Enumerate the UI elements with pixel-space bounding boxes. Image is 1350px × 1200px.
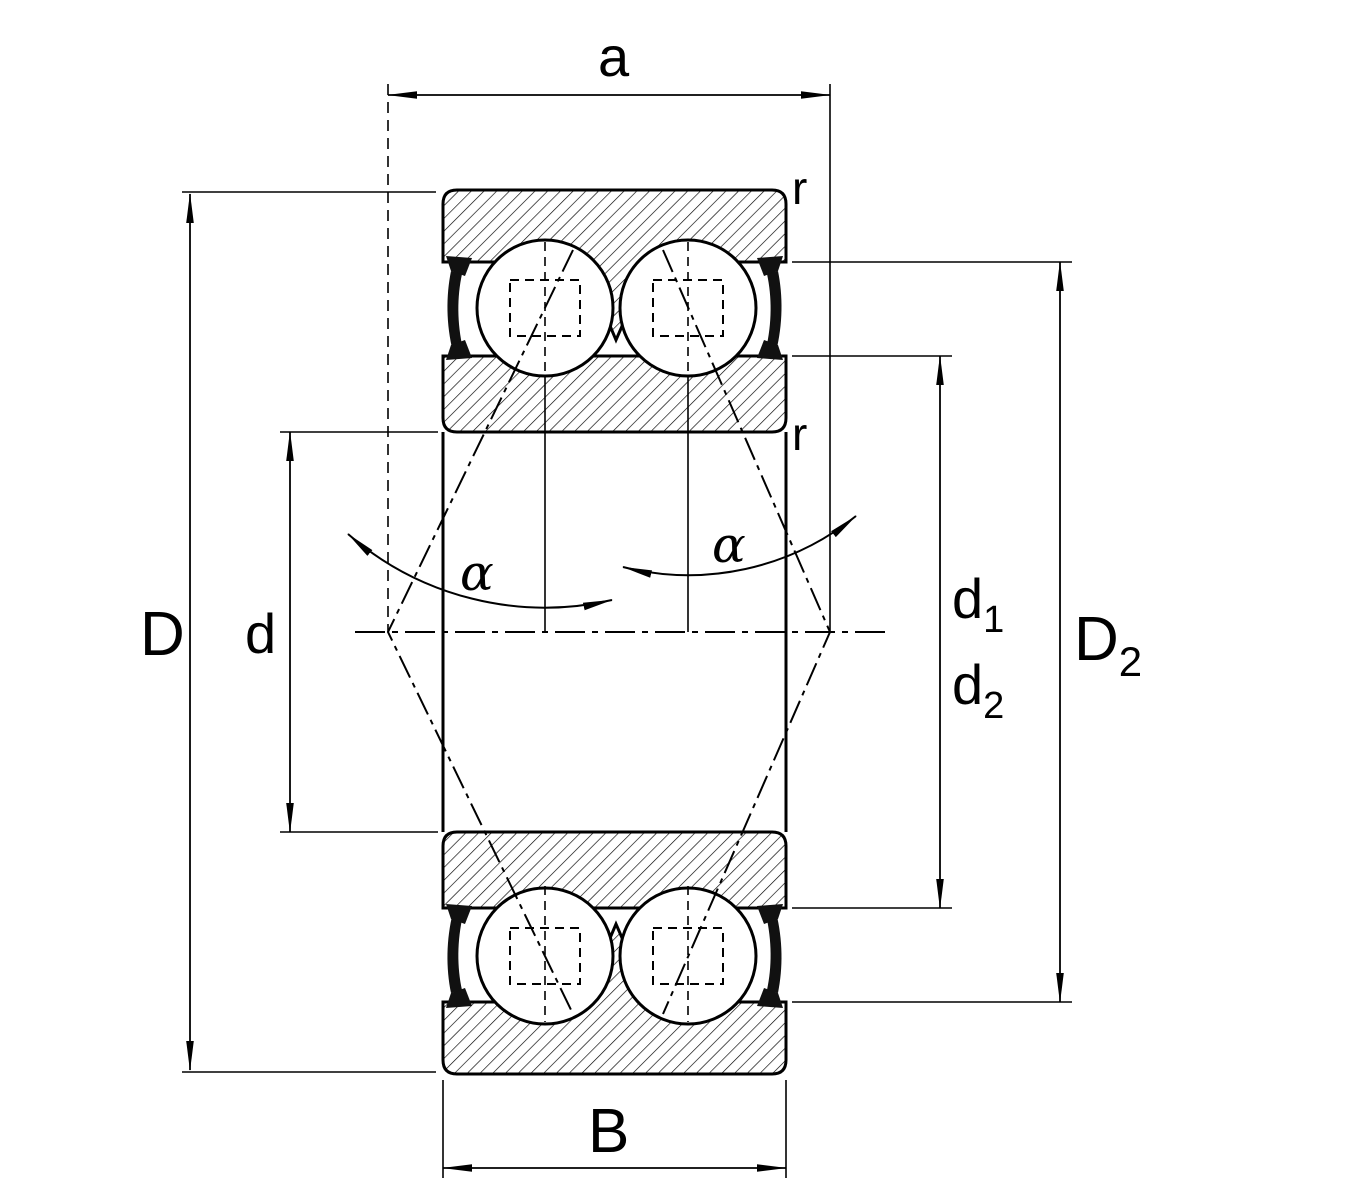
chamfer-label-r-lower: r [792,408,807,460]
dimension-D2 [792,261,1072,1003]
dim-label-a: a [598,25,630,88]
seal-lower-left [446,904,472,1008]
seal-upper-left [446,256,472,360]
dimension-B [442,1080,787,1178]
cage-pocket [509,927,581,985]
seal-upper-right [757,256,783,360]
outer-ring-lower [441,920,788,1076]
outer-ring-upper [441,188,788,344]
dim-label-D2: D2 [1074,605,1142,685]
angle-label-alpha-right: α [712,516,746,574]
dimension-D [182,191,436,1073]
dimension-d [280,431,438,833]
dim-label-D: D [140,600,185,669]
bearing-upper-section [441,188,788,434]
cage-pocket [652,927,724,985]
dim-label-d: d [245,602,276,665]
chamfer-label-r-upper: r [792,162,807,214]
angle-label-alpha-left: α [460,544,494,602]
dimension-d1-d2 [792,355,952,909]
dimension-a [387,84,831,632]
contact-angle-arc-left [347,533,613,611]
dim-label-d1: d1 [952,567,1004,641]
bearing-lower-section [441,830,788,1076]
inner-ring-lower [441,830,788,910]
seal-lower-right [757,904,783,1008]
dim-label-B: B [588,1097,629,1166]
inner-ring-upper [441,354,788,434]
dim-label-d2: d2 [952,653,1004,727]
